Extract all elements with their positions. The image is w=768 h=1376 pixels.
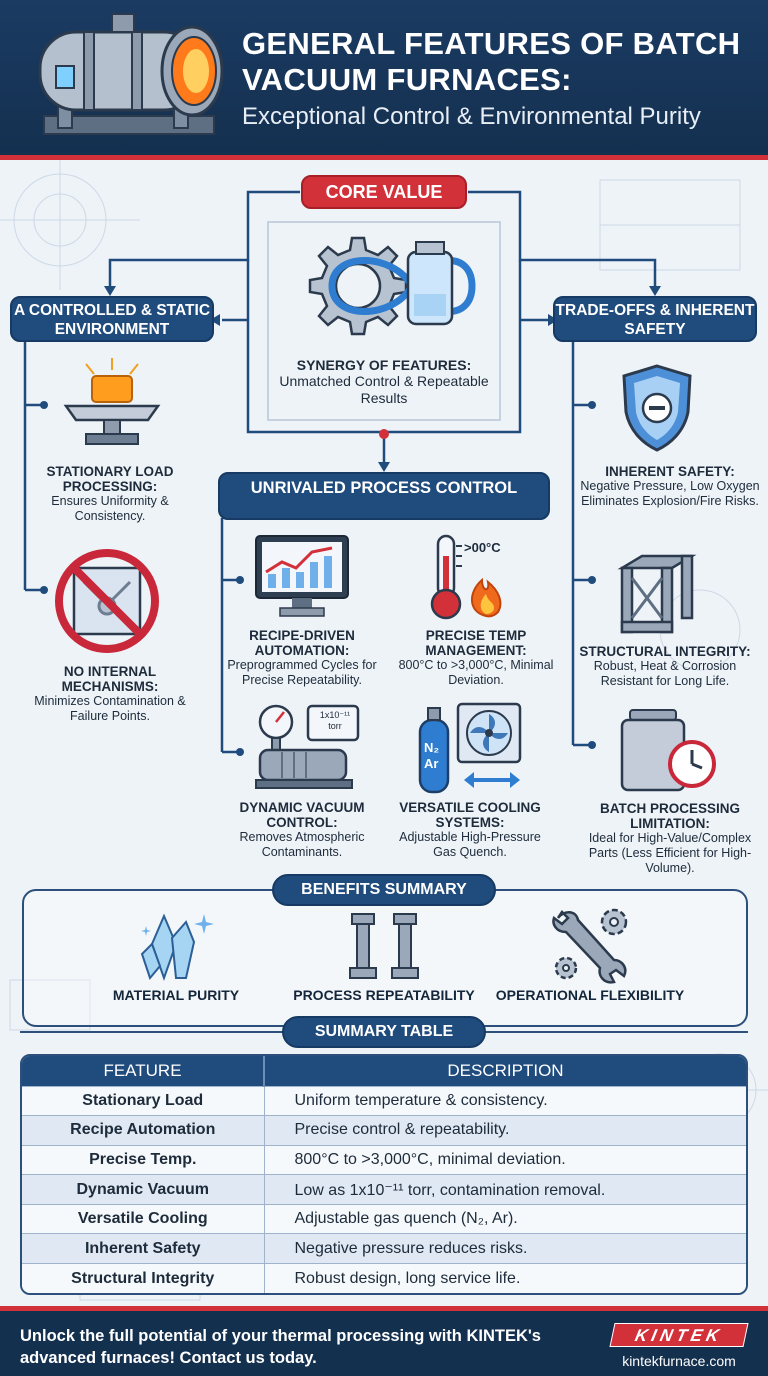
precise-temp-label: PRECISE TEMP MANAGEMENT: 800°C to >3,000… <box>398 628 554 687</box>
table-cell-feature: Recipe Automation <box>22 1115 265 1146</box>
kintek-logo: KINTEK <box>609 1323 749 1347</box>
page-subtitle: Exceptional Control & Environmental Puri… <box>242 103 701 130</box>
gas-cylinder-fan-icon <box>418 702 522 794</box>
table-cell-feature: Dynamic Vacuum <box>22 1174 265 1205</box>
vacuum-gauge-reading: 1x10⁻¹¹ torr <box>319 710 351 731</box>
benefit-material-purity: MATERIAL PURITY <box>112 987 240 1003</box>
flow-connectors <box>23 190 661 756</box>
synergy-label: SYNERGY OF FEATURES: Unmatched Control &… <box>279 357 489 407</box>
table-cell-feature: Inherent Safety <box>22 1233 265 1264</box>
benefits-summary-heading: BENEFITS SUMMARY <box>272 874 496 906</box>
table-cell-description: Negative pressure reduces risks. <box>264 1233 746 1264</box>
table-cell-description: Robust design, long service life. <box>264 1263 746 1294</box>
monitor-chart-icon <box>255 535 349 617</box>
batch-processing-label: BATCH PROCESSING LIMITATION: Ideal for H… <box>588 801 752 875</box>
left-column-heading: A CONTROLLED & STATIC ENVIRONMENT <box>10 296 214 342</box>
column-header-feature: FEATURE <box>22 1056 265 1086</box>
no-internal-mechanisms-icon <box>55 549 159 653</box>
footer-website-link[interactable]: kintekfurnace.com <box>622 1353 736 1369</box>
table-cell-description: Precise control & repeatability. <box>264 1115 746 1146</box>
benefit-process-repeatability: PROCESS REPEATABILITY <box>293 987 475 1003</box>
footer-banner: Unlock the full potential of your therma… <box>0 1306 768 1376</box>
table-cell-feature: Versatile Cooling <box>22 1203 265 1234</box>
vacuum-furnace-icon <box>38 13 224 135</box>
thermometer-flame-icon <box>430 534 502 620</box>
table-cell-description: Low as 1x10⁻¹¹ torr, contamination remov… <box>264 1174 746 1205</box>
benefit-operational-flexibility: OPERATIONAL FLEXIBILITY <box>495 987 685 1003</box>
stationary-load-label: STATIONARY LOAD PROCESSING: Ensures Unif… <box>46 464 174 523</box>
batch-container-clock-icon <box>620 709 716 792</box>
crystal-icon <box>140 913 214 982</box>
gas-label-ar: Ar <box>424 756 439 771</box>
summary-table-heading: SUMMARY TABLE <box>282 1016 486 1048</box>
core-value-badge: CORE VALUE <box>301 175 467 209</box>
table-row: Precise Temp.800°C to >3,000°C, minimal … <box>22 1144 746 1175</box>
right-column-heading: TRADE-OFFS & INHERENT SAFETY <box>553 296 757 342</box>
recipe-automation-label: RECIPE-DRIVEN AUTOMATION: Preprogrammed … <box>227 628 377 687</box>
footer-call-to-action: Unlock the full potential of your therma… <box>20 1327 541 1367</box>
stationary-load-icon <box>63 358 161 445</box>
table-cell-feature: Precise Temp. <box>22 1144 265 1175</box>
wrench-gear-icon <box>552 908 628 984</box>
table-cell-description: Uniform temperature & consistency. <box>264 1085 746 1116</box>
no-internal-mechanisms-label: NO INTERNAL MECHANISMS: Minimizes Contam… <box>34 664 186 723</box>
page-title: GENERAL FEATURES OF BATCH VACUUM FURNACE… <box>242 26 741 97</box>
center-column-heading: UNRIVALED PROCESS CONTROL <box>218 472 550 520</box>
table-cell-feature: Structural Integrity <box>22 1263 265 1294</box>
thermometer-reading: >00°C <box>464 540 501 555</box>
vacuum-pump-gauge-icon <box>255 704 360 789</box>
dynamic-vacuum-label: DYNAMIC VACUUM CONTROL: Removes Atmosphe… <box>239 800 365 859</box>
structural-integrity-label: STRUCTURAL INTEGRITY: Robust, Heat & Cor… <box>579 644 751 688</box>
column-header-description: DESCRIPTION <box>264 1056 746 1086</box>
inherent-safety-label: INHERENT SAFETY: Negative Pressure, Low … <box>580 464 760 508</box>
gear-vacuum-synergy-icon <box>308 236 476 336</box>
header-banner: GENERAL FEATURES OF BATCH VACUUM FURNACE… <box>0 0 768 160</box>
table-cell-description: 800°C to >3,000°C, minimal deviation. <box>264 1144 746 1175</box>
pillars-icon <box>349 913 419 979</box>
table-cell-feature: Stationary Load <box>22 1085 265 1116</box>
gas-label-n2: N₂ <box>424 740 440 755</box>
versatile-cooling-label: VERSATILE COOLING SYSTEMS: Adjustable Hi… <box>399 800 541 859</box>
shield-icon <box>622 364 692 452</box>
table-cell-description: Adjustable gas quench (N₂, Ar). <box>264 1203 746 1234</box>
structural-frame-icon <box>617 554 697 634</box>
